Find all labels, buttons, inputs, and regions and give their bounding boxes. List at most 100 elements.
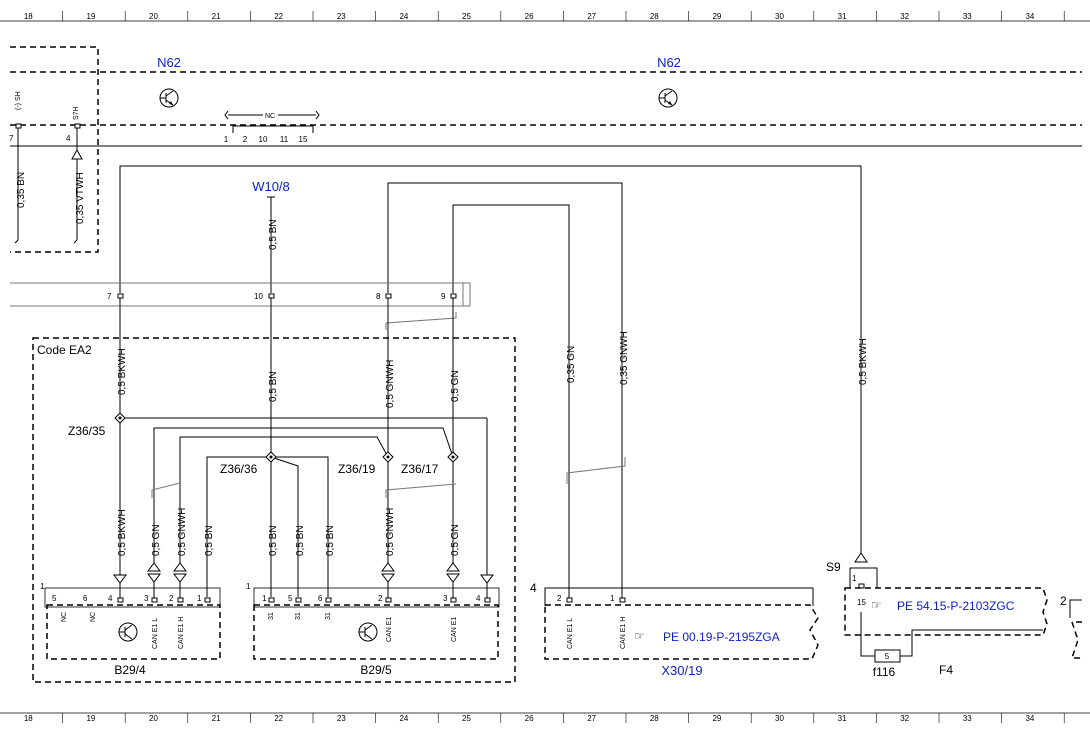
b29-4-module[interactable] — [46, 604, 221, 660]
arrow-up-icon — [854, 552, 868, 563]
x30-19-label[interactable]: X30/19 — [661, 663, 702, 678]
b29-5-sig: 31 — [295, 612, 302, 620]
s9-label[interactable]: S9 — [826, 560, 841, 574]
b29-5-pin: 1 — [262, 594, 267, 603]
ruler-column-number: 28 — [650, 12, 659, 21]
arrow-up-icon — [71, 148, 83, 160]
x30-19-conn-number: 4 — [530, 581, 537, 595]
n62-label-left[interactable]: N62 — [157, 55, 181, 70]
connector-strip — [10, 282, 471, 307]
wire-label-b295-bn1: 0,5 BN — [268, 525, 279, 556]
wire-label-b294-bn: 0,5 BN — [204, 525, 215, 556]
wire-gnwh-branch[interactable] — [179, 436, 389, 566]
b29-5-pin: 2 — [378, 594, 383, 603]
f4-region: S9 1 15 ☞ PE 54.15-P-2103ZGC 5 f116 F4 2 — [826, 552, 1082, 679]
ruler-column-number: 18 — [24, 714, 33, 723]
f4-reference-link[interactable]: PE 54.15-P-2103ZGC — [897, 599, 1015, 613]
wire-end — [73, 239, 78, 244]
b29-5-pin: 4 — [476, 594, 481, 603]
ruler-column-number: 31 — [838, 12, 847, 21]
ruler-column-number: 26 — [525, 12, 534, 21]
pin-4-top: 4 — [66, 134, 71, 143]
pin-terminal — [619, 597, 626, 603]
b29-4-pin: 2 — [169, 594, 174, 603]
splice-icon — [114, 412, 126, 424]
f4-fuse-wire[interactable] — [860, 612, 1043, 657]
wire-bn-branch-b295-5[interactable] — [270, 456, 299, 597]
fuse-number: 5 — [885, 652, 890, 661]
wire-label-b294-bkwh: 0,5 BKWH — [117, 509, 128, 556]
splice-z36-17-label[interactable]: Z36/17 — [401, 462, 439, 476]
x30-pin: 1 — [610, 594, 615, 603]
pointing-hand-icon: ☞ — [871, 598, 882, 612]
ruler-column-number: 34 — [1025, 12, 1034, 21]
b29-4-conn-number: 1 — [40, 582, 45, 591]
transistor-icon — [118, 622, 138, 642]
pin-7-mid: 7 — [107, 292, 112, 301]
wire-bn-branch-b295-6[interactable] — [271, 456, 329, 597]
wire-gn-bus[interactable] — [452, 204, 570, 598]
wire-label-b294-gn: 0,5 GN — [151, 524, 162, 556]
nc-pin: 2 — [243, 135, 248, 144]
b29-4-label[interactable]: B29/4 — [114, 663, 146, 677]
b29-4-sig: NC — [61, 612, 68, 622]
arrow-down-icon — [480, 574, 494, 584]
b29-5-pin: 3 — [443, 594, 448, 603]
w10-8-label[interactable]: W10/8 — [252, 179, 290, 194]
pin-terminal — [450, 597, 457, 603]
pin-terminal — [74, 123, 81, 129]
b29-5-sig: 31 — [325, 612, 332, 620]
ruler-column-number: 27 — [587, 12, 596, 21]
x30-19-module[interactable] — [544, 604, 819, 660]
wire-bkwh-bus[interactable] — [119, 165, 862, 553]
n62-label-right[interactable]: N62 — [657, 55, 681, 70]
ruler-column-number: 34 — [1025, 714, 1034, 723]
f4-label[interactable]: F4 — [939, 663, 953, 677]
b29-5-pin: 6 — [318, 594, 323, 603]
b29-5-sig: CAN E1 — [386, 617, 393, 642]
wire-gn-branch[interactable] — [153, 427, 454, 566]
f4-pin: 15 — [857, 598, 866, 607]
pin-9-mid: 9 — [441, 292, 446, 301]
ruler-column-number: 24 — [399, 12, 408, 21]
x30-19-region: 4 X30/19 2 1 CAN E1 L CAN E1 H ☞ PE 00.1… — [530, 581, 819, 678]
splice-z36-36-label[interactable]: Z36/36 — [220, 462, 258, 476]
wire-bn-branch-b294[interactable] — [206, 456, 271, 597]
wire-label-gnwh-mid: 0,5 GNWH — [385, 360, 396, 408]
ruler-column-number: 22 — [274, 12, 283, 21]
b29-4-sig: CAN E1 H — [178, 617, 185, 649]
ruler-column-number: 33 — [963, 714, 972, 723]
b29-5-module[interactable] — [253, 604, 499, 660]
ruler-column-number: 26 — [525, 714, 534, 723]
b29-5-label[interactable]: B29/5 — [360, 663, 392, 677]
fuse-icon — [874, 649, 901, 663]
b29-4-pin: 6 — [83, 594, 88, 603]
pin-10-mid: 10 — [254, 292, 263, 301]
splice-z36-19-label[interactable]: Z36/19 — [338, 462, 376, 476]
pin-7-top: 7 — [9, 134, 14, 143]
wire-label-b294-gnwh: 0,5 GNWH — [177, 508, 188, 556]
b29-4-pin: 5 — [52, 594, 57, 603]
double-arrow-icon — [446, 562, 460, 583]
ruler-column-number: 31 — [838, 714, 847, 723]
splice-icon — [265, 451, 277, 463]
double-arrow-icon — [381, 562, 395, 583]
x30-19-reference-link[interactable]: PE 00.19-P-2195ZGA — [663, 630, 780, 644]
pin-terminal — [484, 597, 491, 603]
wire-label-bn-mid: 0,5 BN — [268, 371, 279, 402]
b29-5-sig: 31 — [268, 612, 275, 620]
ruler-column-number: 18 — [24, 12, 33, 21]
b29-4-pin: 4 — [108, 594, 113, 603]
wire-gnwh-bus[interactable] — [387, 182, 623, 598]
double-arrow-icon — [173, 562, 187, 583]
b29-4-connector — [44, 587, 221, 608]
ruler-column-number: 28 — [650, 714, 659, 723]
transistor-icon — [358, 622, 378, 642]
splice-z36-35-label[interactable]: Z36/35 — [68, 424, 106, 438]
f4-module[interactable] — [844, 587, 1048, 636]
f116-label[interactable]: f116 — [873, 665, 896, 679]
nc-bracket — [224, 110, 320, 120]
nc-connector — [232, 125, 314, 133]
wire-label-b295-bn2: 0,5 BN — [295, 525, 306, 556]
